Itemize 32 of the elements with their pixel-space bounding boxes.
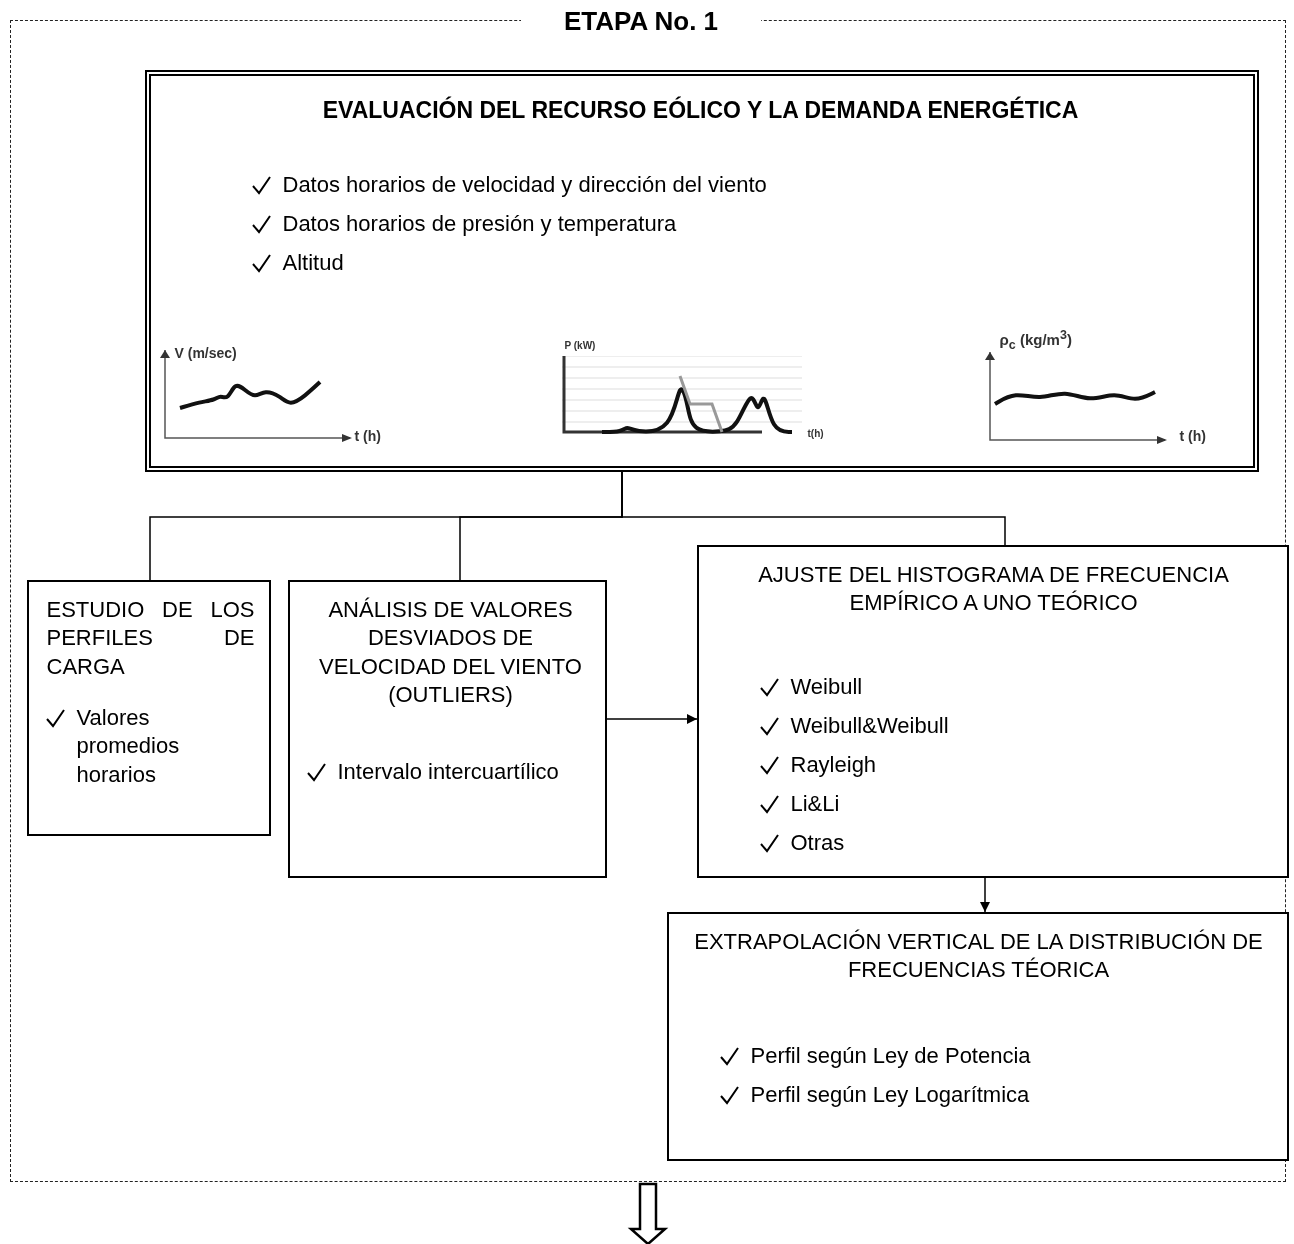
box-heading: ESTUDIO DE LOS PERFILES DE CARGA (46, 595, 255, 681)
list-item: Datos horarios de presión y temperatura (282, 209, 677, 238)
box-heading: EXTRAPOLACIÓN VERTICAL DE LA DISTRIBUCIÓN DE FRECUENCIAS TÉORICA (693, 927, 1264, 985)
process-box (144, 69, 1259, 472)
list-item: Weibull&Weibull (790, 711, 949, 740)
axis-label: t (h) (354, 427, 381, 444)
list-item: Datos horarios de velocidad y dirección del viento (282, 170, 767, 199)
box-heading: ANÁLISIS DE VALORES DESVIADOS DE VELOCIDAD DEL VIENTO (OUTLIERS) (318, 595, 583, 710)
axis-label: t(h) (807, 427, 824, 439)
list-item: Altitud (282, 248, 344, 277)
process-box (696, 544, 1289, 878)
arrow (979, 877, 991, 913)
axis-label: P (kW) (564, 339, 596, 351)
list-item: Li&Li (790, 789, 840, 818)
arrow (606, 713, 698, 725)
list-item: Rayleigh (790, 750, 877, 779)
axis-label: V (m/sec) (174, 344, 237, 361)
list-item: Weibull (790, 672, 863, 701)
box-heading: AJUSTE DEL HISTOGRAMA DE FRECUENCIA EMPÍRICO A UNO TEÓRICO (757, 560, 1230, 618)
list-item: Valores promedios horarios (76, 703, 181, 789)
axis-label: t (h) (1179, 427, 1206, 444)
process-box (26, 579, 271, 836)
process-box (666, 911, 1289, 1161)
box-heading: EVALUACIÓN DEL RECURSO EÓLICO Y LA DEMANDA ENERGÉTICA (321, 95, 1080, 125)
connector-line (621, 471, 1006, 546)
process-box (287, 579, 607, 878)
list-item: Perfil según Ley de Potencia (750, 1041, 1031, 1070)
list-item: Intervalo intercuartílico (337, 757, 559, 786)
axis-label: ρ$_{c}$ (kg/m$^{3}$) (999, 327, 1072, 352)
block-arrow (627, 1182, 669, 1244)
list-item: Otras (790, 828, 845, 857)
list-item: Perfil según Ley Logarítmica (750, 1080, 1030, 1109)
